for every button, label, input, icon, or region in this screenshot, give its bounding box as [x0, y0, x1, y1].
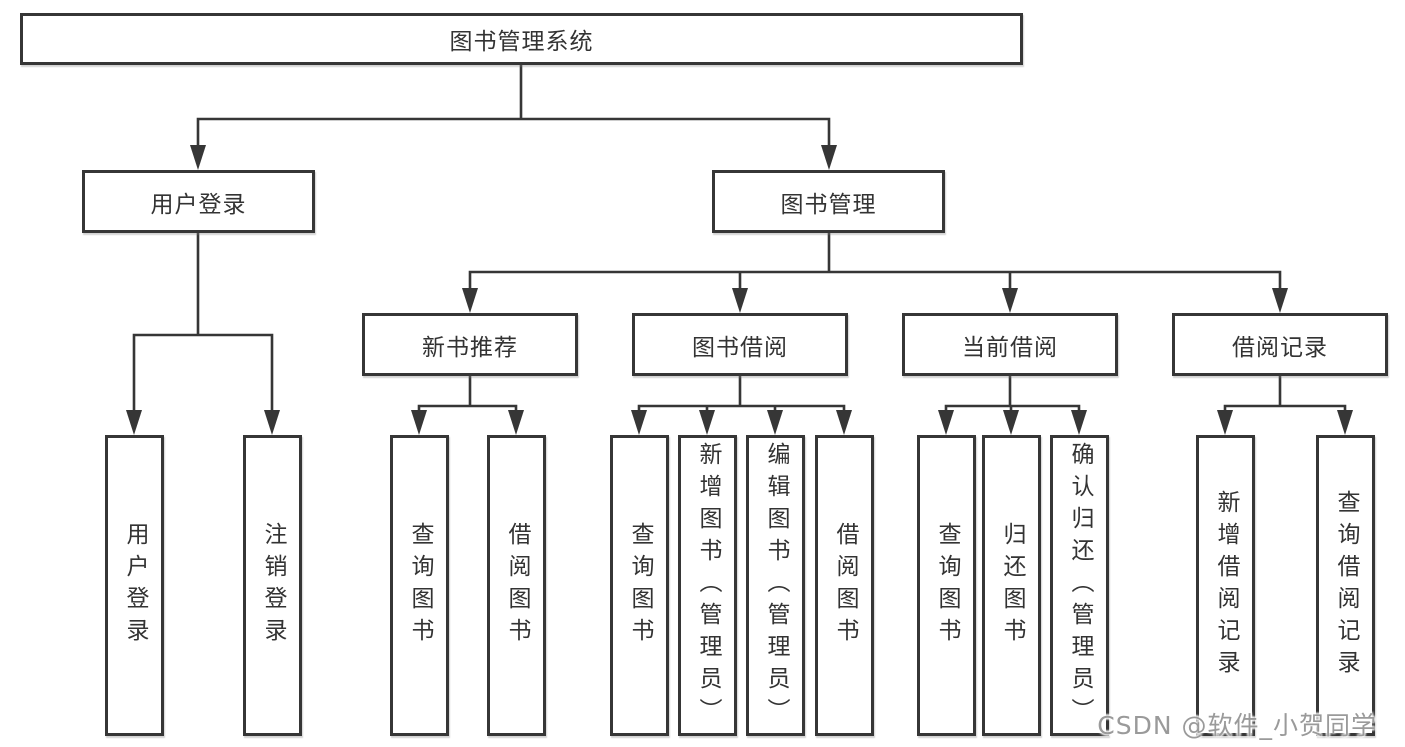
leaf-return-book: 归还图书	[982, 435, 1041, 736]
leaf-edit-book-admin-label: 编辑图书（管理员）	[763, 441, 789, 730]
node-current-borrow-label: 当前借阅	[962, 334, 1058, 361]
leaf-borrow-books-recommend-label: 借阅图书	[504, 521, 530, 650]
leaf-user-login-label: 用户登录	[122, 521, 148, 650]
node-borrow-records-label: 借阅记录	[1232, 334, 1328, 361]
node-current-borrow: 当前借阅	[902, 313, 1118, 376]
node-book-management-label: 图书管理	[780, 191, 877, 218]
leaf-add-borrow-record-label: 新增借阅记录	[1213, 489, 1239, 682]
leaf-borrow-books: 借阅图书	[815, 435, 874, 736]
leaf-borrow-books-label: 借阅图书	[832, 521, 858, 650]
leaf-query-borrow-record: 查询借阅记录	[1316, 435, 1375, 736]
leaf-return-book-label: 归还图书	[999, 521, 1025, 650]
node-book-borrow: 图书借阅	[632, 313, 848, 376]
leaf-add-book-admin: 新增图书（管理员）	[678, 435, 737, 736]
node-new-book-recommend: 新书推荐	[362, 313, 578, 376]
leaf-query-books-recommend: 查询图书	[390, 435, 449, 736]
leaf-query-borrow-record-label: 查询借阅记录	[1333, 489, 1359, 682]
leaf-query-books-borrow: 查询图书	[610, 435, 669, 736]
leaf-add-borrow-record: 新增借阅记录	[1196, 435, 1255, 736]
leaf-confirm-return-admin: 确认归还（管理员）	[1050, 435, 1109, 736]
leaf-query-books-borrow-label: 查询图书	[627, 521, 653, 650]
leaf-query-books-recommend-label: 查询图书	[407, 521, 433, 650]
leaf-confirm-return-admin-label: 确认归还（管理员）	[1067, 441, 1093, 730]
leaf-logout-label: 注销登录	[260, 521, 286, 650]
csdn-watermark: CSDN @软件_小贺同学	[1097, 711, 1377, 740]
leaf-add-book-admin-label: 新增图书（管理员）	[695, 441, 721, 730]
node-user-login: 用户登录	[82, 170, 315, 233]
leaf-query-books-current: 查询图书	[917, 435, 976, 736]
node-root: 图书管理系统	[20, 13, 1023, 65]
leaf-query-books-current-label: 查询图书	[934, 521, 960, 650]
leaf-edit-book-admin: 编辑图书（管理员）	[746, 435, 805, 736]
node-book-management: 图书管理	[712, 170, 945, 233]
node-book-borrow-label: 图书借阅	[692, 334, 788, 361]
node-new-book-recommend-label: 新书推荐	[422, 334, 518, 361]
leaf-user-login: 用户登录	[105, 435, 164, 736]
node-user-login-label: 用户登录	[150, 191, 247, 218]
node-root-label: 图书管理系统	[449, 29, 594, 55]
node-borrow-records: 借阅记录	[1172, 313, 1388, 376]
leaf-borrow-books-recommend: 借阅图书	[487, 435, 546, 736]
leaf-logout: 注销登录	[243, 435, 302, 736]
